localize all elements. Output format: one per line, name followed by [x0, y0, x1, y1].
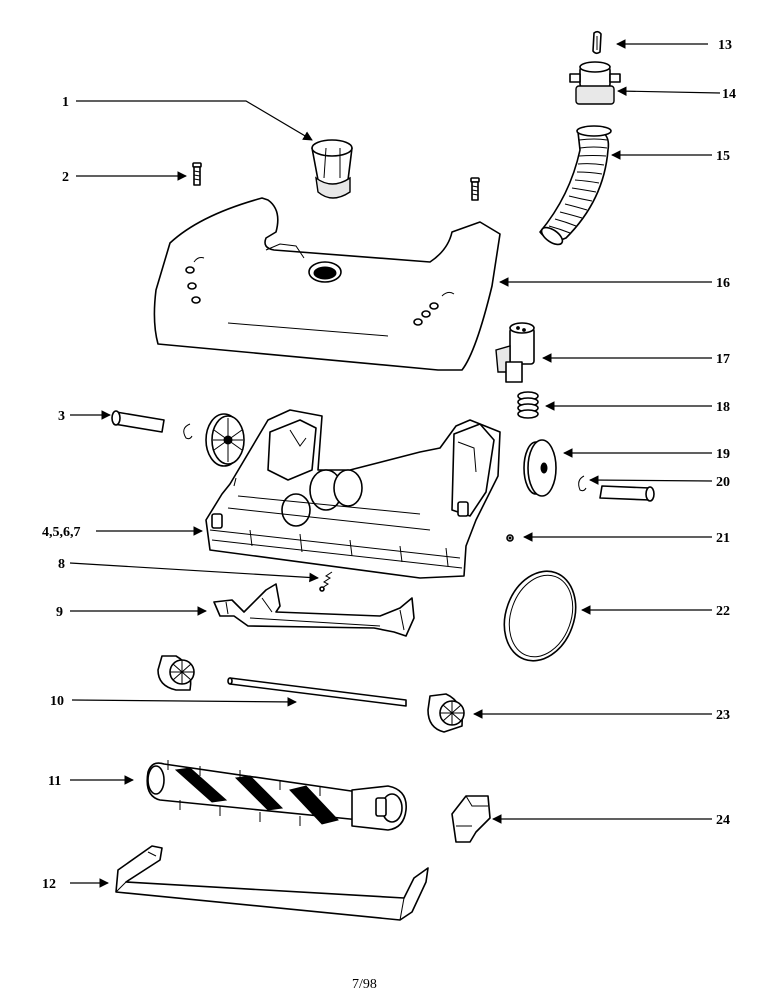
callout-11: 11 — [48, 774, 61, 789]
callout-8: 8 — [58, 557, 65, 572]
callout-15: 15 — [716, 149, 730, 164]
part-17-latch — [495, 322, 535, 383]
leader-8 — [69, 562, 319, 583]
callout-22: 22 — [716, 604, 730, 619]
part-2-screw — [192, 162, 202, 186]
leader-lines — [69, 39, 721, 888]
leader-20 — [589, 475, 713, 485]
leader-14 — [617, 86, 721, 96]
part-16-hood — [153, 197, 501, 371]
part-11-brushroll — [146, 760, 407, 831]
callout-2: 2 — [62, 170, 69, 185]
callout-21: 21 — [716, 531, 730, 546]
part-12-bumper — [115, 845, 429, 921]
part-8-spring-pin — [319, 571, 333, 592]
callout-labels: 1 2 3 4,5,6,7 8 9 10 11 12 13 14 15 16 1… — [42, 38, 736, 892]
callout-24: 24 — [716, 813, 730, 828]
part-23-end-cap-left — [157, 655, 195, 691]
callout-12: 12 — [42, 877, 56, 892]
part-3-axle — [111, 410, 165, 433]
callout-13: 13 — [718, 38, 732, 53]
part-1-connector — [311, 139, 353, 199]
part-rear-wheel-left — [205, 413, 245, 467]
part-24-bracket — [451, 795, 491, 843]
part-18-spring — [517, 391, 539, 419]
part-13-clip — [592, 30, 602, 55]
part-9-bottom-plate — [213, 583, 415, 637]
callout-18: 18 — [716, 400, 730, 415]
part-14-hose-cuff — [569, 61, 621, 105]
part-15-hose — [539, 125, 612, 246]
callout-20: 20 — [716, 475, 730, 490]
part-10-shaft — [227, 677, 407, 707]
part-3-clip — [183, 423, 193, 440]
leader-10 — [71, 697, 297, 707]
leader-1 — [76, 100, 313, 141]
part-19-rear-wheel — [523, 439, 557, 497]
callout-3: 3 — [58, 409, 65, 424]
page-code: 7/98 — [352, 977, 377, 992]
callout-14: 14 — [722, 87, 736, 102]
callout-10: 10 — [50, 694, 64, 709]
callout-17: 17 — [716, 352, 730, 367]
callout-4-7: 4,5,6,7 — [42, 525, 81, 540]
callout-1: 1 — [62, 95, 69, 110]
callout-23: 23 — [716, 708, 730, 723]
part-2-screw-b — [470, 177, 480, 201]
part-23-end-cap-right — [427, 693, 465, 733]
callout-19: 19 — [716, 447, 730, 462]
part-21-washer — [506, 534, 514, 542]
part-22-belt — [503, 570, 577, 662]
part-20-clip — [578, 475, 587, 492]
callout-9: 9 — [56, 605, 63, 620]
part-20-axle — [599, 485, 655, 502]
part-4-7-base — [205, 409, 501, 579]
callout-16: 16 — [716, 276, 730, 291]
